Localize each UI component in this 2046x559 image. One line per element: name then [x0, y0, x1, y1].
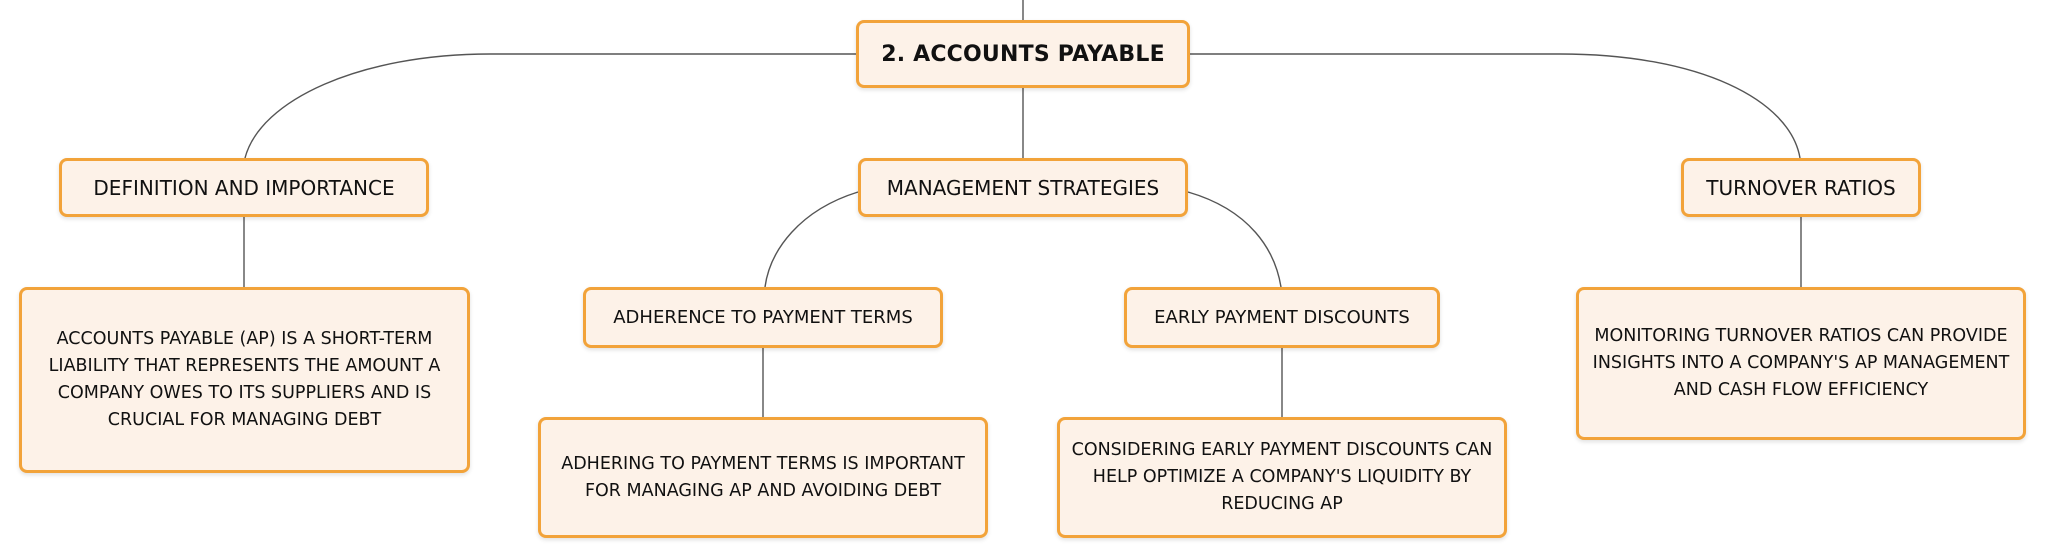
detail-node-definition-text: ACCOUNTS PAYABLE (AP) IS A SHORT-TERM LI… [48, 329, 441, 430]
sub-node-adherence[interactable]: ADHERENCE TO PAYMENT TERMS [583, 287, 943, 348]
detail-node-adherence[interactable]: ADHERING TO PAYMENT TERMS IS IMPORTANT F… [538, 417, 988, 538]
root-node-label: 2. ACCOUNTS PAYABLE [881, 41, 1165, 67]
branch-node-management-label: MANAGEMENT STRATEGIES [886, 175, 1160, 200]
detail-node-adherence-text: ADHERING TO PAYMENT TERMS IS IMPORTANT F… [561, 453, 965, 501]
detail-node-early-discounts-text: CONSIDERING EARLY PAYMENT DISCOUNTS CAN … [1071, 440, 1493, 514]
connector-management-to-adherence [764, 191, 859, 288]
connector-root-to-definition [244, 53, 856, 159]
sub-node-early-discounts-label: EARLY PAYMENT DISCOUNTS [1154, 307, 1410, 328]
detail-node-turnover-text: MONITORING TURNOVER RATIOS CAN PROVIDE I… [1592, 326, 2010, 400]
branch-node-turnover[interactable]: TURNOVER RATIOS [1681, 158, 1921, 217]
detail-node-definition[interactable]: ACCOUNTS PAYABLE (AP) IS A SHORT-TERM LI… [19, 287, 470, 473]
connector-management-to-early-discounts [1187, 191, 1282, 288]
branch-node-definition[interactable]: DEFINITION AND IMPORTANCE [59, 158, 429, 217]
sub-node-adherence-label: ADHERENCE TO PAYMENT TERMS [613, 307, 913, 328]
detail-node-early-discounts[interactable]: CONSIDERING EARLY PAYMENT DISCOUNTS CAN … [1057, 417, 1507, 538]
branch-node-turnover-label: TURNOVER RATIOS [1706, 175, 1896, 200]
branch-node-management[interactable]: MANAGEMENT STRATEGIES [858, 158, 1188, 217]
sub-node-early-discounts[interactable]: EARLY PAYMENT DISCOUNTS [1124, 287, 1440, 348]
connector-root-to-turnover [1190, 53, 1801, 159]
root-node[interactable]: 2. ACCOUNTS PAYABLE [856, 20, 1190, 88]
branch-node-definition-label: DEFINITION AND IMPORTANCE [93, 175, 395, 200]
detail-node-turnover[interactable]: MONITORING TURNOVER RATIOS CAN PROVIDE I… [1576, 287, 2026, 440]
